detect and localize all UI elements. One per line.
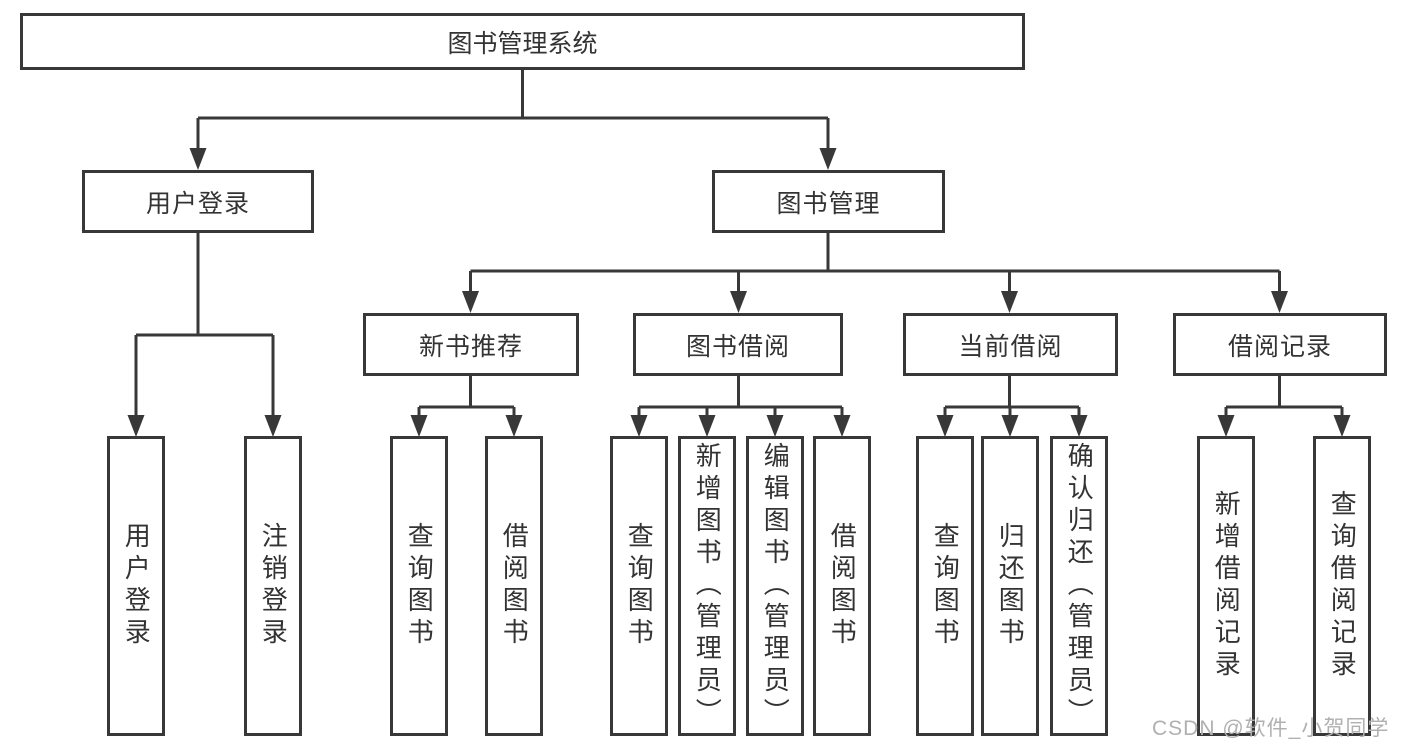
leaf-query-borrow-record: 查询借阅记录 xyxy=(1313,436,1371,736)
leaf-borrow-book-recommend: 借阅图书 xyxy=(485,436,543,736)
leaf-logout: 注销登录 xyxy=(244,436,302,736)
node-label: 图书管理系统 xyxy=(447,29,598,58)
node-label: 归还图书 xyxy=(995,522,1026,650)
node-library-management-system: 图书管理系统 xyxy=(20,13,1025,70)
node-label: 新增图书（管理员） xyxy=(692,442,723,730)
leaf-query-books-borrowing: 查询图书 xyxy=(610,436,668,736)
node-label: 图书借阅 xyxy=(685,332,790,361)
leaf-confirm-return-admin: 确认归还（管理员） xyxy=(1050,436,1108,736)
node-label: 新增借阅记录 xyxy=(1211,490,1242,682)
node-label: 查询图书 xyxy=(930,522,961,650)
leaf-add-book-admin: 新增图书（管理员） xyxy=(678,436,736,736)
node-user-login: 用户登录 xyxy=(82,170,314,233)
leaf-return-book: 归还图书 xyxy=(981,436,1039,736)
node-book-management: 图书管理 xyxy=(712,170,945,233)
node-label: 注销登录 xyxy=(258,522,289,650)
node-label: 新书推荐 xyxy=(418,332,523,361)
leaf-edit-book-admin: 编辑图书（管理员） xyxy=(746,436,804,736)
leaf-borrow-book: 借阅图书 xyxy=(813,436,871,736)
node-label: 借阅图书 xyxy=(499,522,530,650)
node-label: 当前借阅 xyxy=(958,332,1063,361)
node-label: 确认归还（管理员） xyxy=(1064,442,1095,730)
node-new-book-recommendation: 新书推荐 xyxy=(363,313,579,376)
node-label: 查询借阅记录 xyxy=(1327,490,1358,682)
node-label: 用户登录 xyxy=(121,522,152,650)
node-borrowing-records: 借阅记录 xyxy=(1173,313,1387,376)
node-label: 图书管理 xyxy=(776,189,881,218)
node-label: 编辑图书（管理员） xyxy=(760,442,791,730)
node-label: 借阅记录 xyxy=(1227,332,1332,361)
node-label: 查询图书 xyxy=(624,522,655,650)
node-book-borrowing: 图书借阅 xyxy=(633,313,843,376)
leaf-query-books-recommend: 查询图书 xyxy=(390,436,448,736)
leaf-add-borrow-record: 新增借阅记录 xyxy=(1197,436,1255,736)
watermark: CSDN @软件_小贺同学 xyxy=(1152,717,1390,740)
node-label: 查询图书 xyxy=(404,522,435,650)
node-current-borrowing: 当前借阅 xyxy=(903,313,1118,376)
node-label: 用户登录 xyxy=(145,189,250,218)
leaf-user-login: 用户登录 xyxy=(107,436,165,736)
node-label: 借阅图书 xyxy=(827,522,858,650)
leaf-query-books-current: 查询图书 xyxy=(916,436,974,736)
